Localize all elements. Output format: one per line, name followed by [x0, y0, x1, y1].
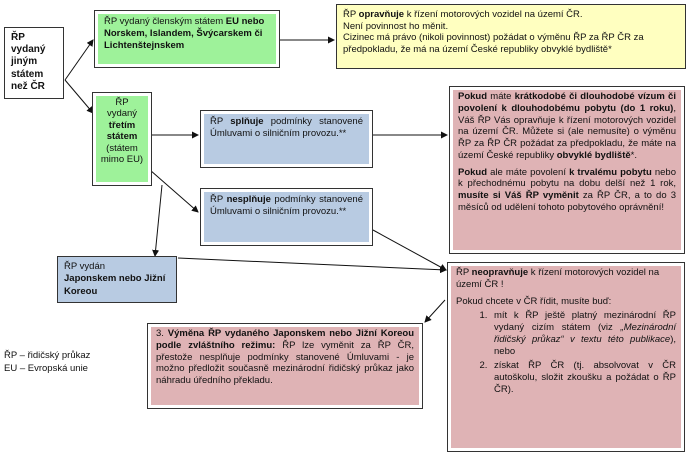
- list-item: získat ŘP ČR (tj. absolvovat v ČR autošk…: [490, 360, 676, 395]
- arrow-third-to-japan: [152, 184, 163, 257]
- right-pink-box: Pokud máte krátkodobé či dlouhodobé vízu…: [453, 90, 681, 250]
- exchange-box: 3. Výměna ŘP vydaného Japonskem nebo Již…: [151, 327, 419, 405]
- third-box: ŘP vydaný třetím státem (státem mimo EU): [96, 96, 148, 182]
- not-entitled-frame: ŘP neopravňuje k řízení motorových vozid…: [447, 262, 685, 452]
- yellow-box: ŘP opravňuje k řízení motorových vozidel…: [336, 4, 686, 69]
- eu-box-frame: ŘP vydaný členským státem EU nebo Norske…: [94, 10, 280, 68]
- exchange-frame: 3. Výměna ŘP vydaného Japonskem nebo Již…: [147, 323, 423, 409]
- eu-box: ŘP vydaný členským státem EU nebo Norske…: [98, 14, 276, 64]
- legend-rp: ŘP – řidičský průkaz: [4, 350, 91, 361]
- arrow-notentitled-to-exchange: [424, 299, 446, 323]
- arrow-third-to-notmeets: [149, 169, 199, 213]
- arrow-source-to-third: [64, 79, 94, 114]
- meets-box-frame: ŘP splňuje podmínky stanovené Úmluvami o…: [200, 110, 373, 168]
- japan-box: ŘP vydán Japonskem nebo Jižní Koreou: [57, 256, 177, 303]
- legend-eu: EU – Evropská unie: [4, 363, 88, 374]
- right-pink-frame: Pokud máte krátkodobé či dlouhodobé vízu…: [449, 86, 685, 254]
- arrow-source-to-eu: [64, 39, 94, 81]
- third-box-frame: ŘP vydaný třetím státem (státem mimo EU): [92, 92, 152, 186]
- source-box: ŘP vydaný jiným státem než ČR: [4, 27, 64, 99]
- list-item: mít k ŘP ještě platný mezinárodní ŘP vyd…: [490, 310, 676, 357]
- notmeets-box: ŘP nesplňuje podmínky stanovené Úmluvami…: [204, 192, 369, 242]
- meets-box: ŘP splňuje podmínky stanovené Úmluvami o…: [204, 114, 369, 164]
- not-entitled-box: ŘP neopravňuje k řízení motorových vozid…: [451, 266, 681, 448]
- arrow-notmeets-to-notentitled: [372, 229, 447, 271]
- arrow-japan-to-notentitled: [177, 257, 447, 274]
- notmeets-box-frame: ŘP nesplňuje podmínky stanovené Úmluvami…: [200, 188, 373, 246]
